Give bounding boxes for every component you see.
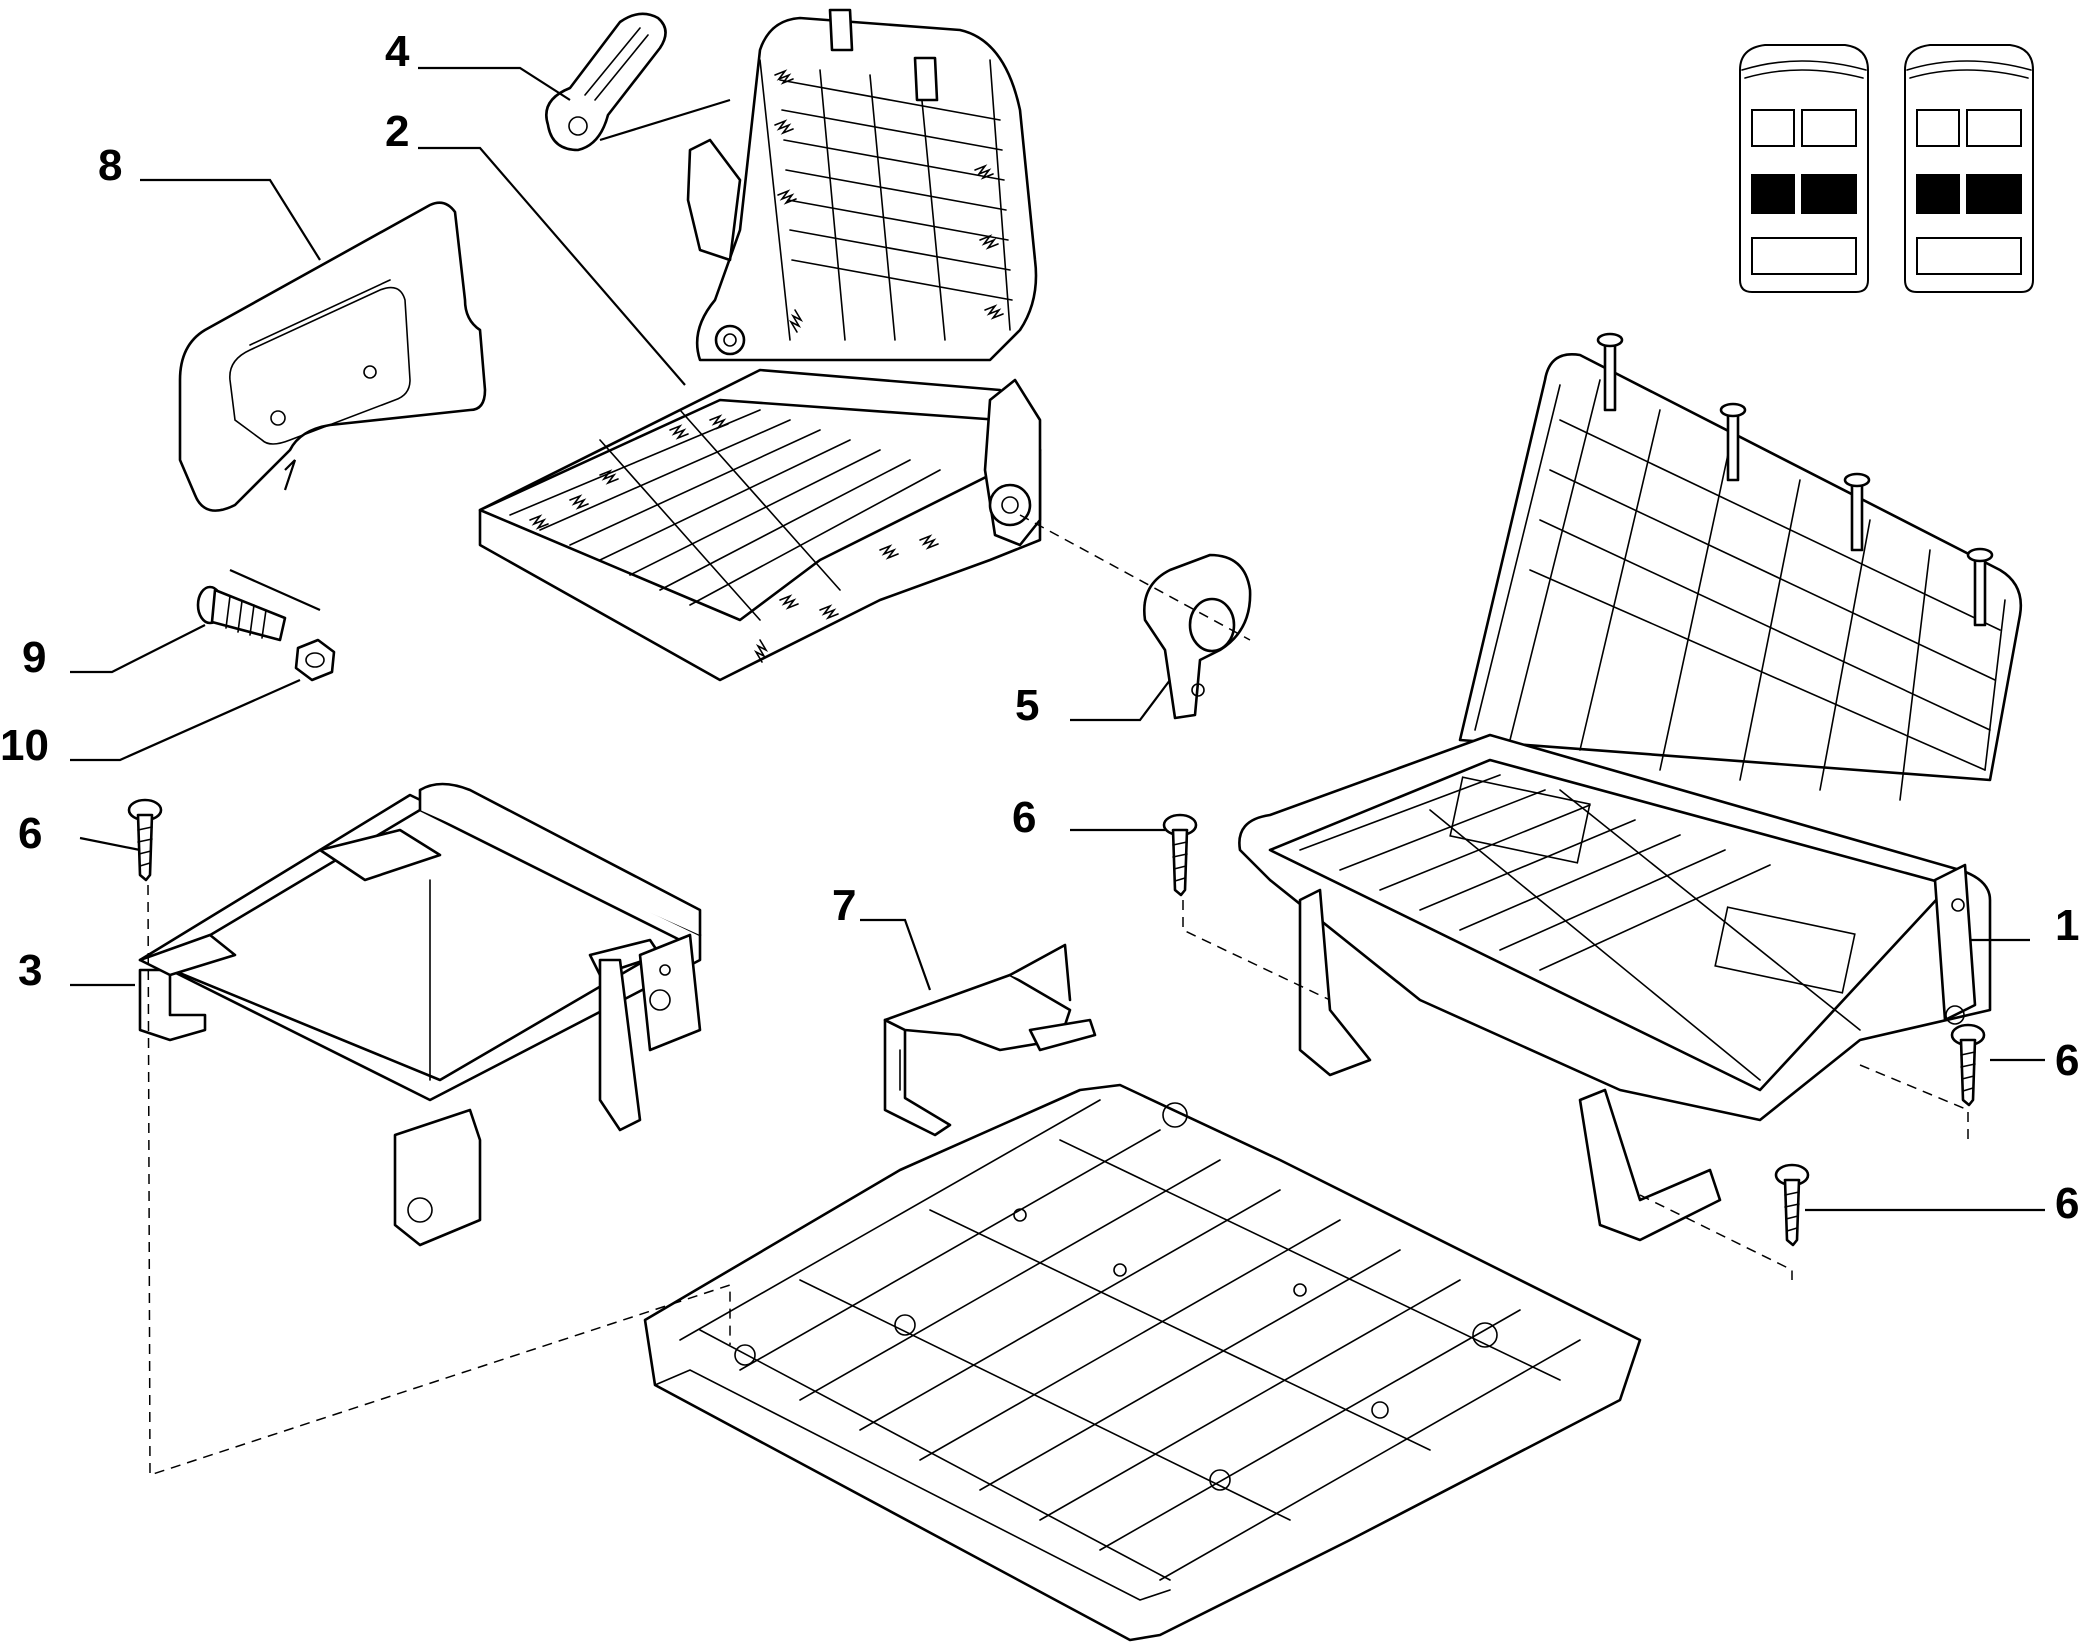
- assembly-dashed-lines: [147, 514, 1969, 1477]
- part-6-screw-a: [127, 798, 163, 882]
- backrest-springs: [774, 69, 1004, 333]
- callout-6-right-lower: 6: [2055, 1179, 2079, 1228]
- callout-9: 9: [22, 633, 46, 682]
- callout-2: 2: [385, 107, 409, 156]
- floor-panel: [643, 1083, 1642, 1642]
- part-10-nut: [294, 638, 336, 682]
- vehicle-seat-layout-icon: [1739, 44, 2034, 293]
- part-5-pivot-cover: [1143, 553, 1252, 720]
- part-6-screw-c: [1950, 1023, 1986, 1107]
- part-8-trim-cover: [178, 201, 487, 512]
- seat-layout-left: [1739, 44, 1869, 293]
- headrest-posts: [1596, 332, 1994, 627]
- callout-5: 5: [1015, 681, 1039, 730]
- callout-10: 10: [0, 721, 49, 770]
- part-4-release-handle: [545, 12, 667, 152]
- callout-7: 7: [832, 881, 856, 930]
- part-2-seat-frame: [478, 8, 1042, 682]
- callout-1: 1: [2055, 901, 2079, 950]
- part-1-bench-seat: [1238, 332, 2023, 1242]
- callout-4: 4: [385, 27, 410, 76]
- part-9-screw: [196, 585, 287, 642]
- part-6-screw-d: [1774, 1163, 1810, 1247]
- callout-6-right-upper: 6: [2055, 1036, 2079, 1085]
- callout-3: 3: [18, 946, 42, 995]
- callout-labels: 4 2 8 9 10 5 6 6 7 3 1 6 6: [0, 27, 2079, 1228]
- part-3-seat-mount-frame: [138, 782, 702, 1247]
- callout-8: 8: [98, 141, 122, 190]
- part-7-bracket: [883, 943, 1097, 1137]
- callout-6-center: 6: [1012, 793, 1036, 842]
- seat-layout-right: [1904, 44, 2034, 293]
- part-6-screw-b: [1162, 813, 1198, 897]
- leader-lines: [70, 66, 2045, 1212]
- seat-springs: [529, 414, 939, 663]
- callout-6-left: 6: [18, 809, 42, 858]
